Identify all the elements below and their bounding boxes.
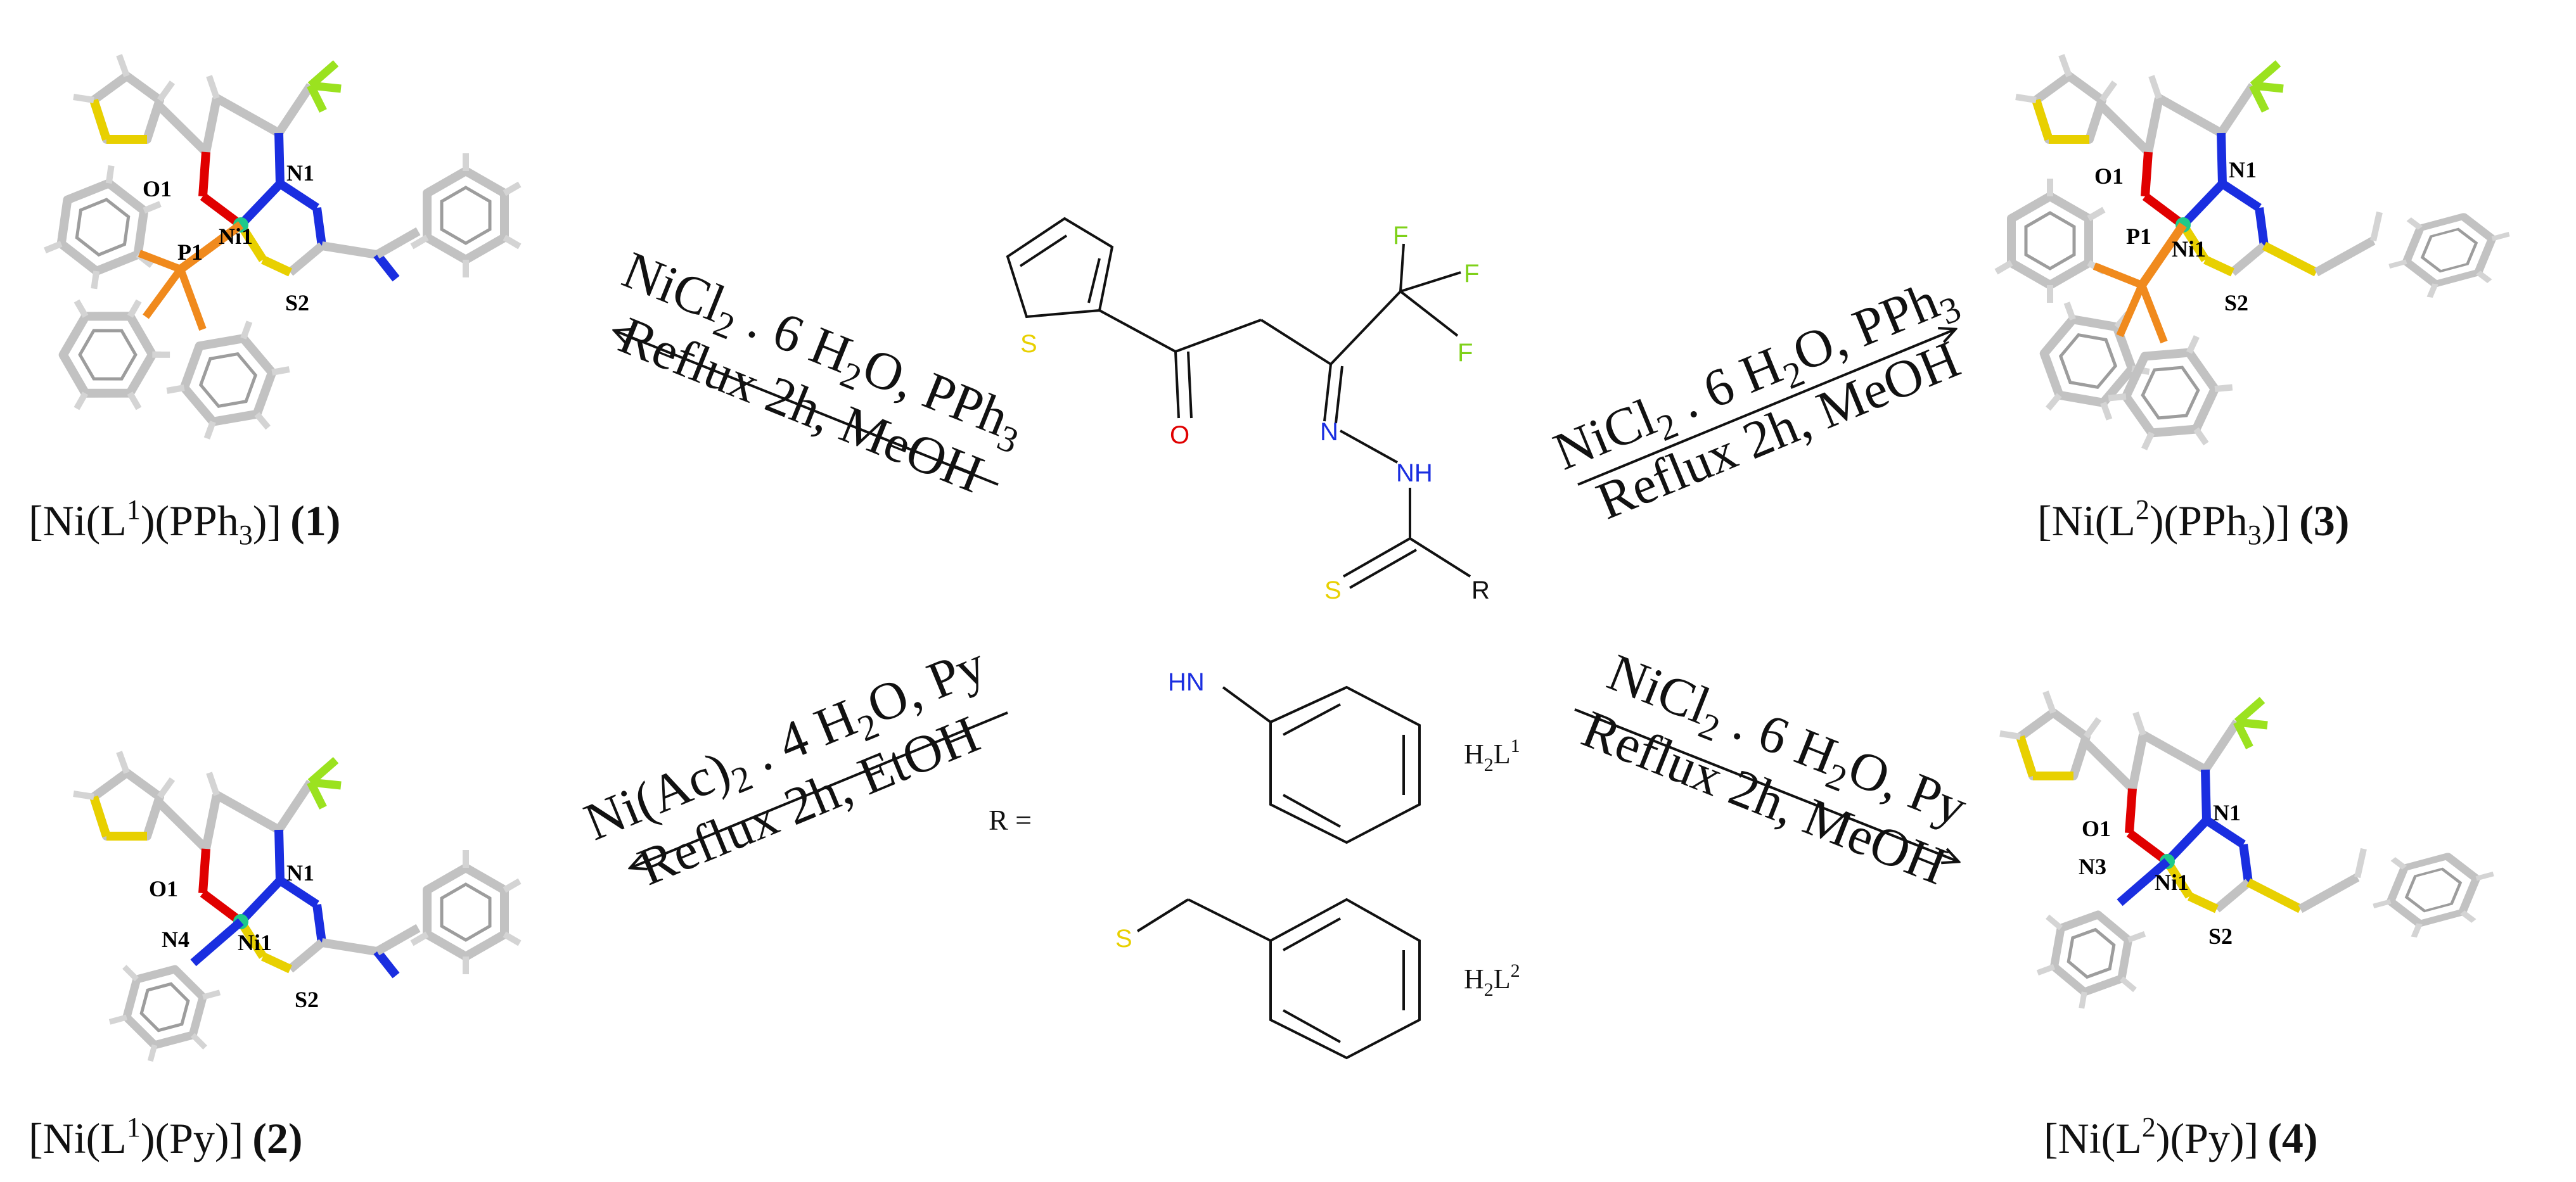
reagent-ring-sulfur: S xyxy=(1020,330,1037,358)
complex-3-structure: O1 N1 Ni1 S2 P1 xyxy=(1996,55,2520,472)
reagent-imine-nitrogen: N xyxy=(1320,418,1338,446)
substituent-anilino: HN H2L1 xyxy=(1168,668,1520,844)
complex-4-atom-o1: O1 xyxy=(2082,816,2111,841)
complex-2-atom-n4: N4 xyxy=(162,927,189,952)
ligand-h2l1-label: H2L1 xyxy=(1464,735,1520,775)
reagent-atom-labels: S O N NH S R F F F xyxy=(1020,222,1490,604)
thiophene-ring xyxy=(1006,217,1114,319)
complex-2-atom-ni1: Ni1 xyxy=(238,930,272,955)
benzylthio-s-label: S xyxy=(1115,925,1132,953)
ligand-h2l2-label: H2L2 xyxy=(1464,960,1520,1000)
substituent-benzylthio: S H2L2 xyxy=(1115,898,1520,1060)
complex-4-label: [Ni(L2)(Py)](4) xyxy=(2044,1112,2318,1162)
reagent-r-group: R xyxy=(1471,576,1490,604)
complex-1-label: [Ni(L1)(PPh3)](1) xyxy=(29,494,340,550)
complex-3-atom-n1: N1 xyxy=(2229,157,2257,182)
anilino-nh-label: HN xyxy=(1168,668,1205,696)
reagent-thione-sulfur: S xyxy=(1324,576,1342,604)
complex-2-label: [Ni(L1)(Py)](2) xyxy=(29,1112,303,1162)
arrow-to-complex-3: NiCl2 . 6 H2O, PPh3 Reflux 2h, MeOH xyxy=(1546,271,1968,531)
arrow-to-complex-1: NiCl2 . 6 H2O, PPh3 Reflux 2h, MeOH xyxy=(611,240,1024,504)
complex-3-atom-o1: O1 xyxy=(2094,163,2124,189)
complex-2-atom-n1: N1 xyxy=(286,860,314,886)
complex-2-structure: O1 N1 Ni1 S2 N4 xyxy=(74,752,520,1074)
complex-1-atom-o1: O1 xyxy=(143,176,172,201)
reaction-arrow-3 xyxy=(1577,329,1955,486)
complex-4-atom-n3: N3 xyxy=(2079,854,2106,879)
reagent-oxygen: O xyxy=(1170,421,1189,449)
complex-3-atom-ni1: Ni1 xyxy=(2172,236,2206,262)
reaction-arrow-4 xyxy=(1574,708,1958,861)
arrow-to-complex-2: Ni(Ac)2 . 4 H2O, Py Reflux 2h, EtOH xyxy=(577,635,1008,897)
reaction-arrow-2 xyxy=(631,711,1008,868)
reaction-arrow-1 xyxy=(615,331,999,486)
complex-4-structure: O1 N1 Ni1 S2 N3 xyxy=(2000,692,2504,1017)
complex-4-atom-s2: S2 xyxy=(2208,924,2233,949)
r-equals-label: R = xyxy=(989,804,1032,836)
thiosemicarbazone-reagent xyxy=(1006,217,1471,589)
arrow-to-complex-4: NiCl2 . 6 H2O, Py Reflux 2h, MeOH xyxy=(1574,643,1975,896)
complex-4-atom-n1: N1 xyxy=(2213,800,2241,825)
complex-1-atom-ni1: Ni1 xyxy=(219,224,253,249)
reagent-fluorine-2: F xyxy=(1464,260,1479,288)
reagent-fluorine-3: F xyxy=(1458,339,1473,367)
complex-1-atom-s2: S2 xyxy=(285,290,309,315)
complex-2-atom-s2: S2 xyxy=(295,987,319,1012)
complex-2-atom-o1: O1 xyxy=(149,876,178,901)
complex-3-atom-s2: S2 xyxy=(2224,290,2248,315)
complex-3-label: [Ni(L2)(PPh3)](3) xyxy=(2037,494,2349,550)
complex-1-atom-n1: N1 xyxy=(286,160,314,186)
complex-1-atom-p1: P1 xyxy=(177,239,203,265)
reagent-amine-nh: NH xyxy=(1396,459,1433,487)
reagent-fluorine-1: F xyxy=(1393,222,1408,250)
complex-3-atom-p1: P1 xyxy=(2126,224,2151,249)
complex-1-structure: O1 N1 Ni1 S2 P1 xyxy=(30,55,520,457)
complex-4-atom-ni1: Ni1 xyxy=(2155,870,2189,895)
